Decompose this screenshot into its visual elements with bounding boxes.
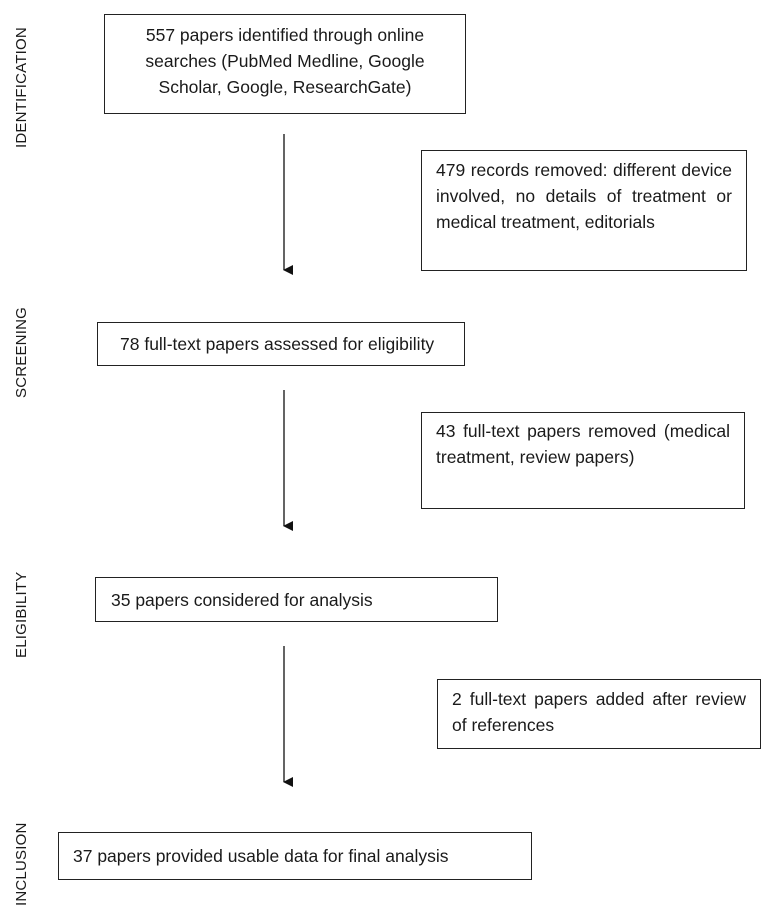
box-papers-identified: 557 papers identified through online sea… (104, 14, 466, 114)
stage-label-inclusion: INCLUSION (13, 822, 30, 906)
box-full-text-assessed: 78 full-text papers assessed for eligibi… (97, 322, 465, 366)
stage-label-screening: SCREENING (13, 307, 30, 398)
stage-label-eligibility: ELIGIBILITY (13, 571, 30, 658)
stage-label-identification: IDENTIFICATION (13, 27, 30, 148)
box-records-removed: 479 records removed: different device in… (421, 150, 747, 271)
box-papers-considered: 35 papers considered for analysis (95, 577, 498, 622)
box-full-text-removed: 43 full-text papers removed (medical tre… (421, 412, 745, 509)
box-papers-included: 37 papers provided usable data for final… (58, 832, 532, 880)
box-papers-added: 2 full-text papers added after review of… (437, 679, 761, 749)
